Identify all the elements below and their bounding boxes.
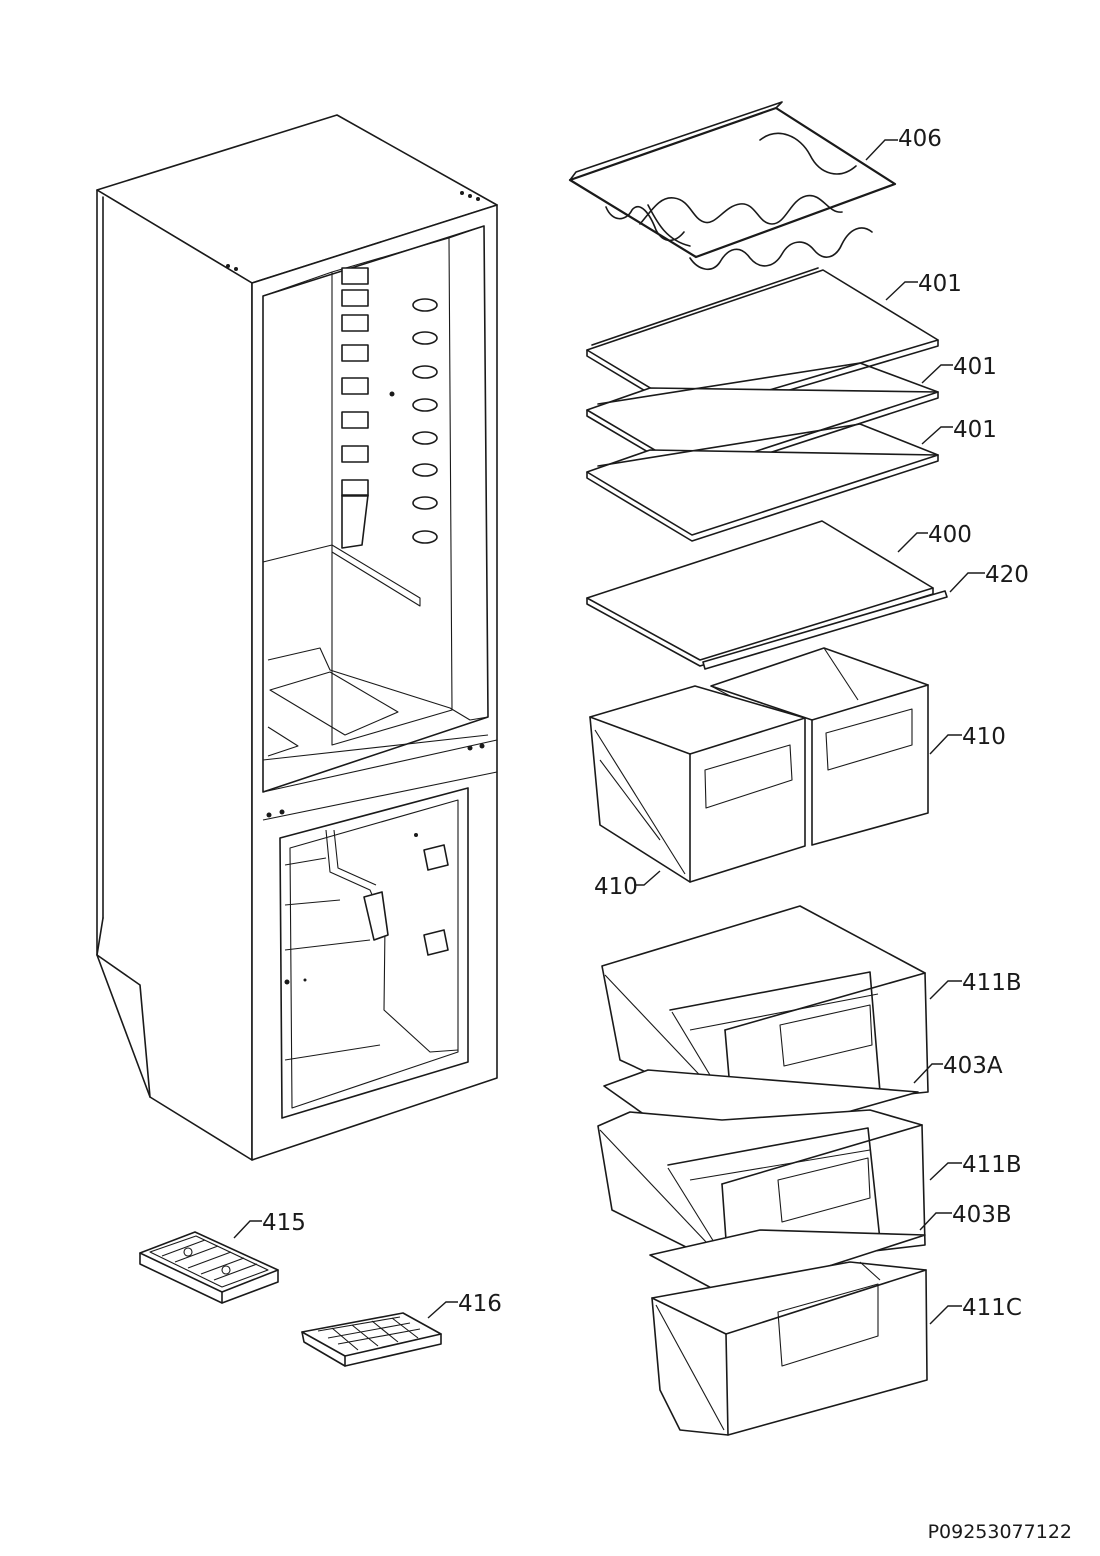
glass-plate-400 <box>586 520 934 667</box>
label-406: 406 <box>898 126 942 152</box>
ice-tray-holder-415 <box>139 1231 279 1304</box>
label-411c: 411C <box>962 1295 1022 1321</box>
ice-cube-tray-416 <box>301 1312 442 1367</box>
shelf-rails-right <box>412 298 438 544</box>
strip-420 <box>702 590 948 670</box>
label-416: 416 <box>458 1291 502 1317</box>
document-code: P09253077122 <box>928 1521 1072 1543</box>
label-403b: 403B <box>952 1202 1012 1228</box>
part-labels: 406 401 401 401 400 420 410 410 411B 403… <box>262 126 1029 1321</box>
crisper-drawer-410 <box>589 647 929 883</box>
label-411b-b: 411B <box>962 1152 1022 1178</box>
glass-cover-403b <box>649 1229 926 1299</box>
label-401-b: 401 <box>953 354 997 380</box>
wine-rack-406 <box>568 101 897 270</box>
label-401-c: 401 <box>953 417 997 443</box>
shelf-supports <box>341 267 369 549</box>
label-401-a: 401 <box>918 271 962 297</box>
glass-shelf-401-c <box>586 423 939 542</box>
label-410-b: 410 <box>594 874 638 900</box>
leader-lines <box>233 139 985 1325</box>
freezer-drawer-411c <box>651 1261 928 1436</box>
fridge-cabinet <box>96 114 498 1161</box>
label-415: 415 <box>262 1210 306 1236</box>
label-403a: 403A <box>943 1053 1003 1079</box>
label-411b-a: 411B <box>962 970 1022 996</box>
label-420: 420 <box>985 562 1029 588</box>
label-410-a: 410 <box>962 724 1006 750</box>
label-400: 400 <box>928 522 972 548</box>
freezer-drawer-411b-a <box>601 905 929 1113</box>
